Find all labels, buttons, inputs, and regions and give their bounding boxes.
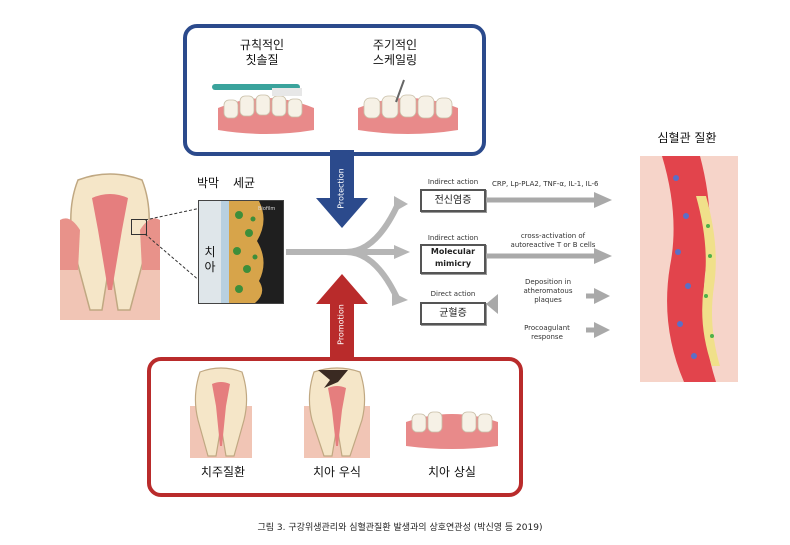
scaling-illustration	[358, 79, 458, 134]
pathway2-box-line2: mimicry	[434, 259, 472, 268]
promotion-arrow	[316, 274, 368, 360]
scaling-label-line1: 주기적인	[372, 38, 418, 52]
periodontal-disease-illustration	[190, 367, 252, 458]
tooth-cross-section	[60, 173, 160, 320]
pathway2-action: Indirect action	[427, 234, 479, 242]
pathway2-box-line1: Molecular	[430, 247, 476, 256]
pathway3-result1-line3: plaques	[534, 296, 562, 304]
pathway1-box: 전신염증	[420, 189, 486, 212]
pathway3-action: Direct action	[430, 290, 476, 298]
brushing-label: 규칙적인 칫솔질	[222, 38, 302, 68]
figure-caption: 그림 3. 구강위생관리와 심혈관질환 발생과의 상호연관성 (박신영 등 20…	[257, 523, 543, 533]
vessel-title: 심혈관 질환	[657, 131, 717, 145]
magnify-marker	[131, 219, 147, 235]
scaling-label-line2: 스케일링	[372, 53, 418, 67]
result-arrows	[486, 192, 612, 338]
protection-arrow	[316, 150, 368, 228]
pathway2-box: Molecular mimicry	[420, 244, 486, 274]
pathway1-action: Indirect action	[427, 178, 479, 186]
tooth-loss-label: 치아 상실	[428, 465, 476, 479]
film-label: 박막	[196, 176, 220, 190]
pathway3-result2-line1: Procoagulant	[524, 324, 570, 332]
toothbrush-illustration	[212, 84, 314, 134]
biofilm-inset	[198, 200, 284, 304]
tooth-loss-illustration	[406, 411, 498, 449]
pathway3-box: 균혈증	[420, 302, 486, 325]
pathway3-result1: Deposition in atheromatous plaques	[508, 278, 588, 305]
tooth-label: 치아	[199, 245, 221, 275]
branching-arrow	[286, 196, 410, 306]
bacteria-label: 세균	[232, 176, 256, 190]
pathway2-result: cross-activation of autoreactive T or B …	[498, 232, 608, 250]
pathway3-result2: Procoagulant response	[512, 324, 582, 342]
scaling-label: 주기적인 스케일링	[355, 38, 435, 68]
film-layer	[221, 201, 229, 303]
pathway3-result2-line2: response	[531, 333, 563, 341]
brushing-label-line1: 규칙적인	[239, 38, 285, 52]
magnify-lines	[144, 207, 202, 283]
promotion-panel	[147, 357, 523, 497]
pathway1-result: CRP, Lp-PLA2, TNF-α, IL-1, IL-6	[492, 180, 599, 188]
brushing-label-line2: 칫솔질	[245, 53, 279, 67]
pathway3-result1-line2: atheromatous	[523, 287, 573, 295]
dental-caries-illustration	[304, 367, 370, 458]
biofilm-label: Biofilm	[258, 206, 276, 212]
promotion-arrow-label: Promotion	[336, 304, 346, 345]
pathway2-result-line1: cross-activation of	[520, 232, 586, 240]
pathway2-result-line2: autoreactive T or B cells	[510, 241, 596, 249]
bacteria-layer	[229, 201, 264, 303]
blood-vessel	[640, 156, 738, 382]
pathway3-result1-line1: Deposition in	[524, 278, 572, 286]
periodontal-disease-label: 치주질환	[200, 465, 246, 479]
dental-caries-label: 치아 우식	[313, 465, 361, 479]
